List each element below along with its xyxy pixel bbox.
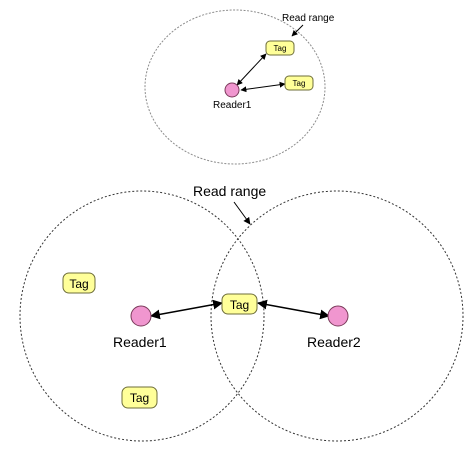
bottom-read-range-pointer	[233, 201, 251, 225]
bottom-tag-2-box	[221, 293, 258, 315]
top-tag-1-box	[265, 40, 295, 56]
top-read-range-label: Read range	[282, 13, 335, 24]
top-tag-2: Tag	[284, 75, 314, 91]
top-link-reader-tag1	[236, 53, 267, 86]
bottom-tag-3: Tag	[121, 386, 158, 409]
top-reader1-label: Reader1	[213, 100, 252, 111]
bottom-tag-2-label: Tag	[230, 298, 249, 312]
top-read-range-pointer	[291, 24, 304, 37]
bottom-reader2-label: Reader2	[307, 334, 361, 350]
top-diagram: Read range Reader1 Tag Tag	[144, 9, 335, 165]
top-tag-2-box	[284, 75, 314, 91]
bottom-tag-2: Tag	[221, 293, 258, 315]
bottom-reader1-label: Reader1	[113, 334, 167, 350]
top-reader1-node	[224, 82, 240, 98]
bottom-reader2-node	[327, 305, 349, 327]
bottom-reader1-node	[130, 305, 152, 327]
bottom-read-range-label: Read range	[193, 183, 266, 199]
bottom-tag-1-label: Tag	[69, 277, 88, 291]
bottom-read-range-circle-2	[210, 190, 464, 442]
top-tag-2-label: Tag	[293, 79, 306, 88]
bottom-tag-3-box	[121, 386, 158, 409]
top-tag-1: Tag	[265, 40, 295, 56]
bottom-tag-3-label: Tag	[130, 391, 149, 405]
bottom-tag-1: Tag	[62, 272, 96, 294]
top-tag-1-label: Tag	[274, 44, 287, 53]
bottom-link-reader1-tag	[150, 299, 223, 320]
top-link-reader-tag2	[240, 81, 286, 93]
bottom-diagram: Read range Reader1 Reader2 Tag Tag Tag	[19, 183, 464, 442]
bottom-tag-1-box	[62, 272, 96, 294]
bottom-link-reader2-tag	[257, 299, 330, 320]
top-read-range-circle	[144, 9, 326, 165]
